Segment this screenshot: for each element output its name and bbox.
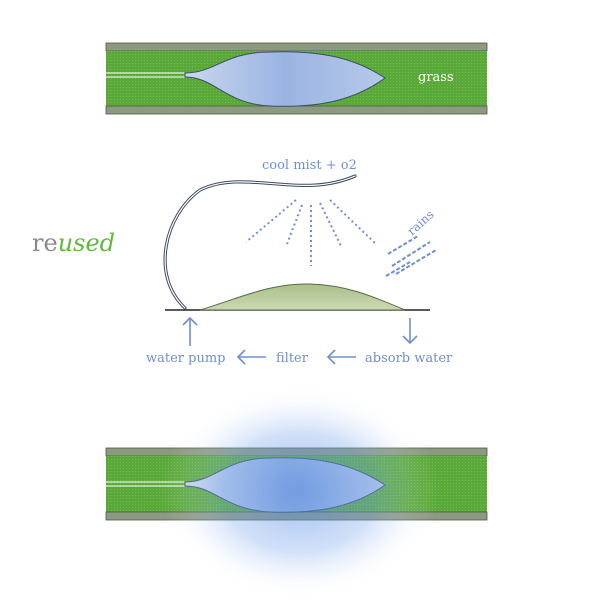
brand-prefix: re — [32, 229, 58, 257]
mist-glow — [160, 384, 440, 600]
top-grass-panel: grass — [105, 42, 488, 115]
up-arrow-icon — [182, 316, 198, 346]
mist-ray — [286, 204, 303, 245]
top-rail-upper — [105, 42, 488, 52]
mist-ray — [319, 202, 343, 249]
brand-suffix: used — [58, 229, 115, 257]
grass-label: grass — [418, 70, 454, 85]
water-cycle-section: cool mist + o2 rains water pump — [146, 158, 453, 366]
left-arrow-icon — [326, 349, 356, 365]
bottom-grass-panel — [105, 384, 488, 600]
rain-label: rains — [405, 207, 437, 238]
grass-mound — [199, 283, 406, 311]
rain-streaks — [385, 235, 437, 277]
top-rail-lower — [105, 105, 488, 115]
pond-shape — [184, 51, 386, 107]
left-arrow-icon — [236, 349, 266, 365]
mist-hose-highlight — [164, 175, 356, 309]
brand-wordmark: reused — [32, 229, 115, 257]
mist-spray — [245, 199, 377, 266]
step-absorb-water: absorb water — [365, 351, 453, 366]
step-filter: filter — [276, 351, 309, 366]
mist-ray — [329, 199, 377, 245]
mist-ray — [245, 199, 297, 243]
rain-streak — [391, 241, 431, 267]
mist-label: cool mist + o2 — [262, 158, 357, 173]
rain-streak — [385, 261, 411, 277]
down-arrow-icon — [402, 318, 418, 345]
step-water-pump: water pump — [146, 351, 226, 366]
rain-streak — [395, 249, 437, 275]
